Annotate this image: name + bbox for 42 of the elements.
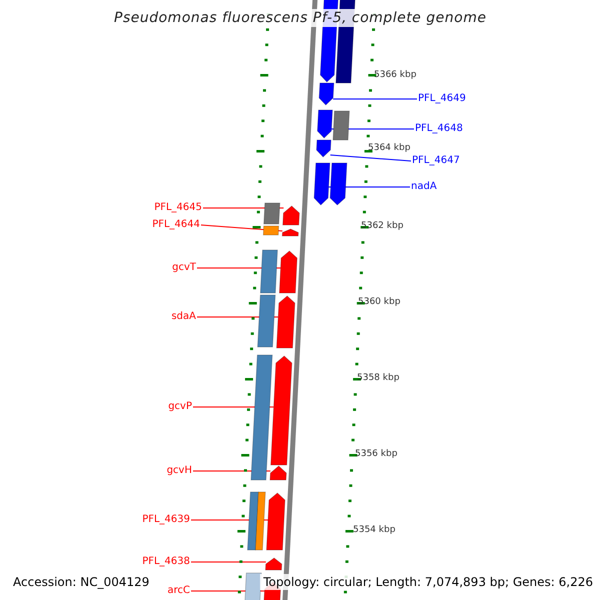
gene-feature (260, 250, 278, 294)
gene-label: PFL_4639 (142, 515, 190, 525)
gene-feature (263, 202, 280, 224)
gene-feature (318, 82, 334, 106)
gene-feature (257, 294, 276, 348)
gene-feature (279, 250, 298, 294)
gene-label: PFL_4648 (415, 124, 463, 134)
leader-line (330, 154, 412, 162)
gene-feature (250, 354, 273, 480)
gene-feature (316, 140, 332, 158)
gene-label: PFL_4644 (152, 220, 200, 230)
gene-feature (247, 492, 266, 550)
scale-label: 5366 kbp (374, 70, 416, 80)
scale-label: 5356 kbp (355, 450, 398, 458)
gene-feature (317, 110, 333, 138)
gene-feature (332, 110, 350, 140)
gene-label: arcC (168, 586, 190, 596)
gene-label: gcvH (166, 466, 192, 476)
gene-feature (282, 206, 300, 226)
gene-label: PFL_4638 (142, 557, 190, 567)
gene-label: PFL_4649 (418, 94, 466, 104)
gene-label: nadA (411, 182, 437, 192)
gene-label: PFL_4647 (412, 156, 460, 166)
leader-line (200, 224, 283, 232)
scale-label: 5354 kbp (353, 526, 396, 534)
gene-feature (266, 492, 286, 550)
gene-feature (265, 558, 282, 570)
gene-label: PFL_4645 (154, 203, 202, 213)
gene-feature (262, 226, 280, 236)
gene-feature (330, 162, 348, 206)
gene-label: gcvP (168, 402, 192, 412)
leader-line (332, 98, 418, 100)
gene-feature (244, 572, 262, 600)
gene-feature (314, 162, 330, 206)
scale-label: 5362 kbp (361, 222, 404, 230)
scale-label: 5364 kbp (368, 144, 410, 152)
gene-label: sdaA (171, 312, 196, 322)
gene-feature (276, 296, 296, 348)
gene-label: gcvT (172, 263, 196, 273)
scale-label: 5360 kbp (358, 298, 400, 306)
gene-feature (282, 228, 299, 236)
scale-label: 5358 kbp (357, 374, 400, 382)
